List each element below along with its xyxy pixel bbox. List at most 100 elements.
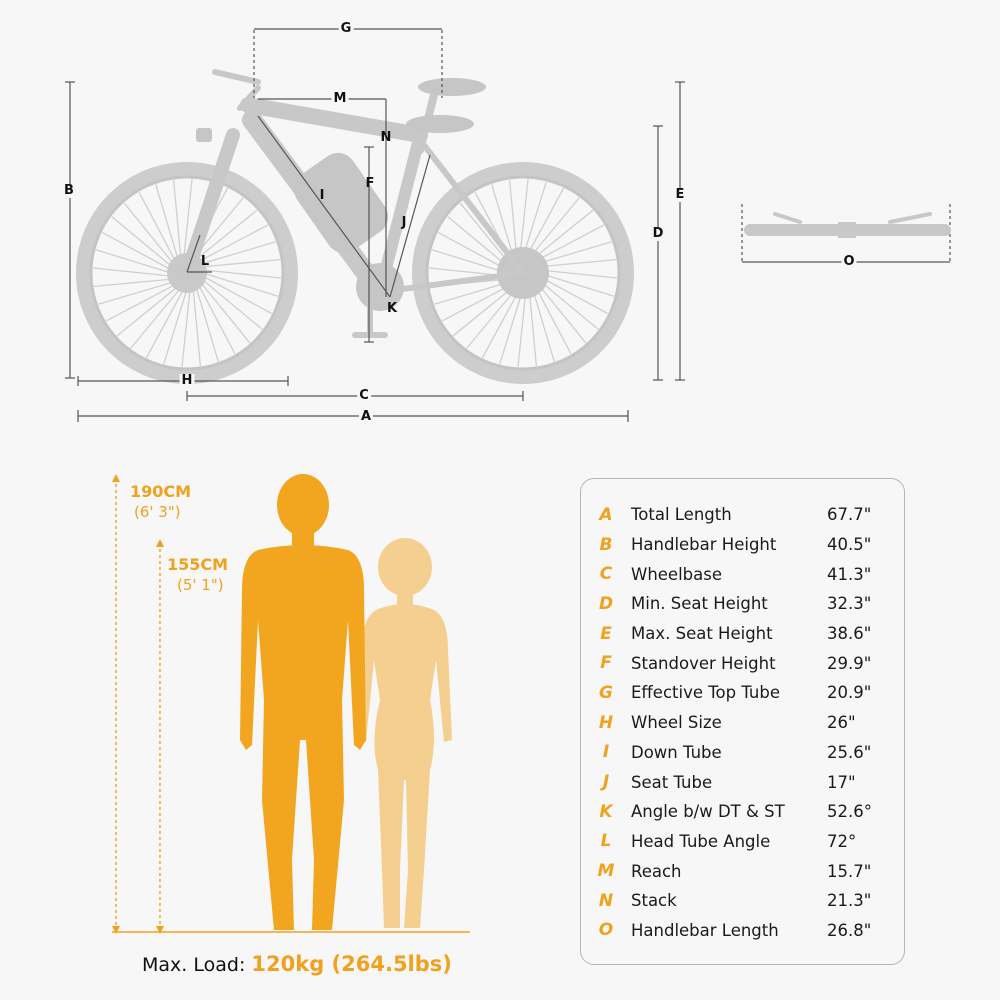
spec-value: 17" — [827, 772, 856, 792]
handlebar-top-view — [744, 212, 951, 238]
wheel-spoke — [155, 184, 179, 260]
spec-row: E Max. Seat Height 38.6" — [581, 619, 904, 649]
spec-letter: O — [598, 920, 614, 941]
wheel-spoke — [98, 281, 174, 305]
wheel-spoke — [111, 216, 173, 268]
man-silhouette — [240, 474, 366, 930]
spec-value: 40.5" — [827, 535, 872, 555]
spec-name: Down Tube — [631, 742, 722, 762]
spec-name: Effective Top Tube — [631, 683, 780, 703]
spec-name: Reach — [631, 861, 682, 881]
wheel-spoke — [531, 209, 594, 261]
short-height-metric: 155CM — [167, 555, 229, 574]
spec-value: 26" — [827, 713, 856, 733]
dim-label-o: O — [841, 254, 857, 269]
wheel-spoke — [431, 249, 508, 274]
spec-name: Total Length — [631, 505, 732, 525]
spec-value: 21.3" — [827, 891, 872, 911]
wheel-spoke — [517, 288, 527, 367]
height-guides — [112, 474, 470, 934]
wheel-spoke — [499, 288, 524, 365]
dim-label-g: G — [338, 21, 354, 36]
spec-name: Min. Seat Height — [631, 594, 768, 614]
wheel-spoke — [519, 179, 529, 258]
dim-label-k: K — [386, 301, 398, 316]
spec-letter: E — [600, 623, 612, 644]
wheel-spoke — [536, 241, 612, 265]
wheel-spoke — [466, 287, 518, 349]
dim-label-c: C — [357, 388, 371, 403]
wheel-spoke — [525, 187, 565, 258]
wheel-spoke — [195, 209, 258, 261]
spec-letter: H — [598, 712, 614, 733]
wheel-spoke — [145, 288, 185, 359]
wheel-spoke — [201, 258, 281, 268]
spec-letter: N — [598, 890, 614, 911]
wheel-spoke — [537, 258, 617, 268]
wheel-spoke — [533, 284, 572, 355]
spec-name: Head Tube Angle — [631, 831, 771, 851]
dim-label-a: A — [358, 409, 374, 424]
dim-label-n: N — [380, 130, 392, 145]
wheel-spoke — [538, 275, 609, 315]
spec-letter: L — [600, 831, 612, 852]
spec-value: 25.6" — [827, 742, 872, 762]
wheel-spoke — [538, 272, 615, 297]
spec-letter: G — [599, 682, 613, 703]
wheel-spoke — [116, 285, 179, 337]
dim-label-d: D — [650, 226, 666, 241]
max-load-value: 120kg (264.5lbs) — [251, 952, 452, 976]
short-height-label: 155CM (5' 1") — [167, 555, 228, 595]
spec-value: 38.6" — [827, 624, 872, 644]
dim-label-j: J — [401, 215, 407, 230]
wheel-spoke — [434, 281, 510, 305]
spec-name: Seat Tube — [631, 772, 713, 792]
wheel-spoke — [459, 202, 511, 265]
max-load-label: Max. Load: — [142, 954, 246, 976]
spec-value: 29.9" — [827, 653, 872, 673]
spec-row: I Down Tube 25.6" — [581, 738, 904, 768]
max-load: Max. Load: 120kg (264.5lbs) — [142, 952, 452, 976]
spec-letter: D — [598, 593, 614, 614]
spec-name: Wheelbase — [631, 564, 722, 584]
wheel-spoke — [101, 231, 172, 271]
dim-label-h: H — [179, 373, 195, 388]
dim-label-e: E — [673, 187, 687, 202]
wheel-spoke — [537, 278, 599, 330]
spec-letter: I — [602, 742, 610, 763]
spec-value: 72° — [827, 831, 857, 851]
tall-height-imperial: (6' 3") — [134, 503, 181, 521]
short-height-imperial: (5' 1") — [177, 576, 224, 594]
wheel-spoke — [447, 216, 509, 268]
spec-name: Handlebar Length — [631, 920, 779, 940]
spec-letter: B — [599, 534, 613, 555]
wheel-spoke — [199, 281, 251, 344]
wheel-spoke — [522, 181, 547, 258]
spec-letter: C — [599, 564, 613, 585]
wheel-spoke — [181, 288, 191, 367]
wheel-spoke — [95, 249, 172, 274]
wheel-spoke — [441, 283, 512, 322]
wheel-spoke — [491, 184, 515, 260]
spec-letter: M — [597, 861, 615, 882]
spec-letter: F — [600, 653, 612, 674]
wheel-spoke — [534, 224, 605, 263]
wheel-spoke — [93, 267, 172, 277]
wheel-spoke — [202, 275, 273, 315]
spec-name: Max. Seat Height — [631, 624, 773, 644]
wheel-spoke — [123, 202, 175, 265]
spec-row: L Head Tube Angle 72° — [581, 827, 904, 857]
tall-height-label: 190CM (6' 3") — [130, 482, 191, 522]
wheel-spoke — [201, 278, 263, 330]
wheel-spoke — [528, 197, 580, 259]
bike-diagram — [65, 28, 951, 422]
